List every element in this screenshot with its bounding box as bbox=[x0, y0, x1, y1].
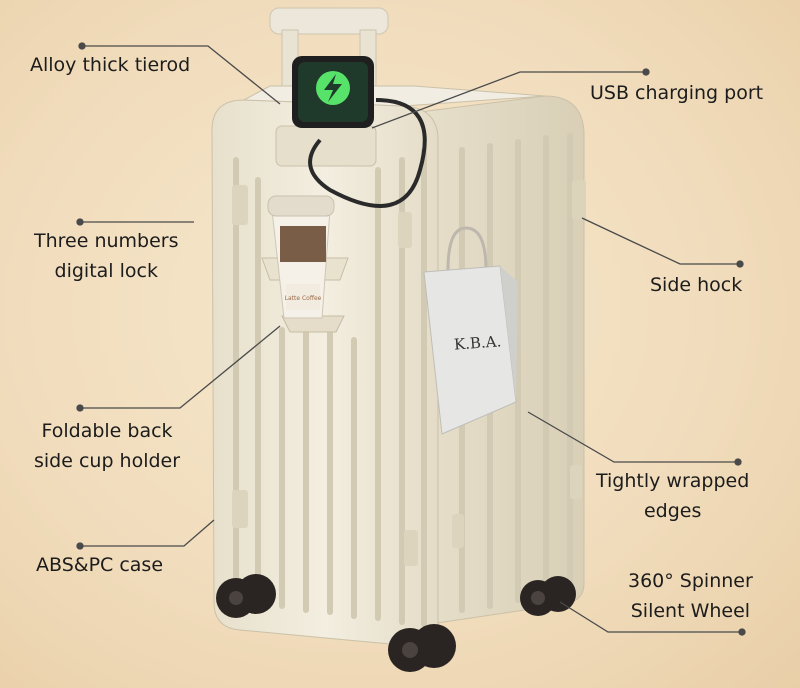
cup-holder bbox=[261, 195, 349, 333]
label-cup-holder: Foldable back side cup holder bbox=[34, 420, 181, 472]
wheels bbox=[216, 574, 576, 672]
charging-icon bbox=[324, 74, 342, 102]
cup-text: Latte Coffee bbox=[285, 295, 322, 302]
label-side-hock: Side hock bbox=[650, 274, 743, 296]
label-case-material: ABS&PC case bbox=[36, 554, 164, 576]
label-tierod: Alloy thick tierod bbox=[30, 54, 191, 76]
label-wrapped-edges: Tightly wrapped edges bbox=[596, 470, 750, 522]
phone bbox=[292, 56, 374, 128]
label-usb-port: USB charging port bbox=[590, 82, 764, 104]
suitcase-body bbox=[211, 85, 586, 647]
side-hook bbox=[572, 180, 586, 220]
shopping-bag bbox=[423, 226, 518, 435]
usb-cable bbox=[308, 98, 427, 208]
label-digital-lock: Three numbers digital lock bbox=[34, 230, 179, 282]
leader-lines bbox=[76, 42, 746, 636]
label-spinner-wheel: 360° Spinner Silent Wheel bbox=[628, 570, 753, 622]
bag-text: K.B.A. bbox=[453, 332, 502, 353]
